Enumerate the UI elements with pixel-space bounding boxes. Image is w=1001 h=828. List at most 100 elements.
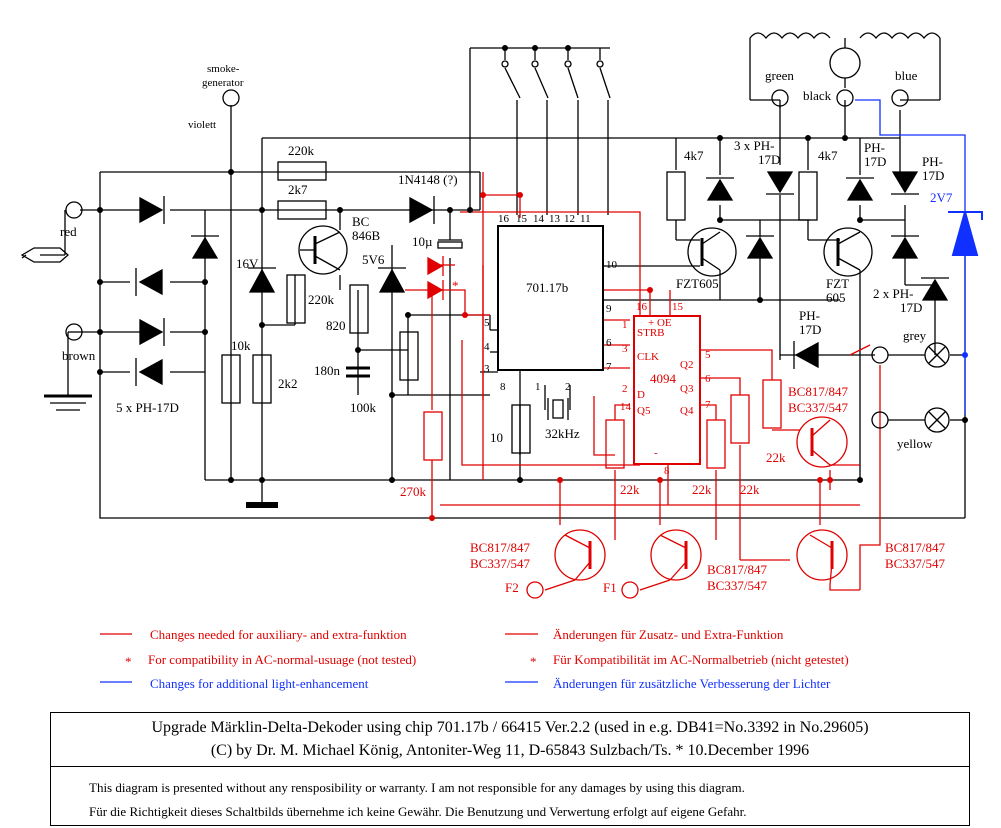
title-line-1: Upgrade Märklin-Delta-Dekoder using chip…: [151, 719, 869, 736]
label-r270k: 270k: [400, 484, 427, 499]
label-r10: 10: [490, 430, 503, 445]
resistor-4k7-right: [798, 171, 818, 221]
resistor-2k7: [277, 200, 327, 220]
blue-junction: [962, 352, 968, 358]
svg-text:3: 3: [484, 363, 490, 375]
legend: * Changes needed for auxiliary- and extr…: [100, 627, 849, 691]
diode-2x-a: [891, 236, 919, 259]
legend-ac-en: For compatibility in AC-normal-usuage (n…: [148, 652, 416, 667]
title-divider: [51, 766, 969, 767]
motor: [749, 32, 941, 79]
diode-3x-c: [746, 236, 774, 259]
chip-701-17b: [497, 225, 604, 371]
connector-plug: [20, 247, 69, 263]
label-r2k2: 2k2: [278, 376, 298, 391]
label-black: black: [803, 88, 832, 103]
function-switches: [501, 60, 611, 99]
label-5v6: 5V6: [362, 252, 385, 267]
svg-text:6: 6: [705, 373, 711, 385]
compat-asterisk: *: [452, 278, 459, 293]
label-f2: F2: [505, 580, 519, 595]
label-r10k: 10k: [231, 338, 251, 353]
svg-text:7: 7: [606, 361, 612, 373]
label-crystal: 32kHz: [545, 426, 580, 441]
red-transistors: [554, 416, 848, 586]
diode-ph17d-a: [846, 178, 874, 201]
label-r220k-top: 220k: [288, 143, 315, 158]
svg-text:Q3: Q3: [680, 383, 694, 395]
svg-text:8: 8: [500, 381, 506, 393]
resistor-4k7-left: [666, 171, 686, 221]
label-c180n: 180n: [314, 363, 341, 378]
bridge-diode-4: [138, 358, 163, 386]
disclaimer-de: Für die Richtigkeit dieses Schaltbilds ü…: [89, 804, 747, 819]
chip-701-pins: 16 15 14 13 12 11 10 9 8 7 6 5 4 3 2 1: [484, 213, 618, 393]
resistor-270k: [423, 411, 443, 461]
label-chip-4094: 4094: [650, 371, 677, 386]
red-resistors: [423, 379, 782, 469]
legend-asterisk-right: *: [530, 654, 537, 669]
label-r2k7: 2k7: [288, 182, 308, 197]
diode-ph17d-c: [794, 341, 819, 369]
label-bridge: 5 x PH-17D: [116, 400, 179, 415]
junctions: [97, 45, 968, 483]
svg-text:3: 3: [622, 343, 628, 355]
title-block: Upgrade Märklin-Delta-Dekoder using chip…: [50, 712, 970, 826]
label-r220k-mid: 220k: [308, 292, 335, 307]
label-2v7: 2V7: [930, 190, 953, 205]
label-green: green: [765, 68, 794, 83]
component-labels: smoke-generator violett red brown green …: [60, 63, 953, 595]
svg-text:2: 2: [622, 383, 628, 395]
diode-1n4148: [409, 196, 434, 224]
svg-text:12: 12: [564, 213, 575, 225]
label-r22k-a: 22k: [620, 482, 640, 497]
legend-red-de: Änderungen für Zusatz- und Extra-Funktio…: [553, 627, 784, 642]
svg-text:14: 14: [620, 401, 632, 413]
label-r100k: 100k: [350, 400, 377, 415]
red-leds: [427, 256, 444, 300]
label-grey: grey: [903, 328, 927, 343]
svg-text:1: 1: [622, 319, 628, 331]
svg-text:16: 16: [498, 213, 510, 225]
chip-4094-pins: 16 15 1 3 2 14 5 6 7 8 + OE STRB CLK D Q…: [620, 301, 711, 477]
transistor-bc846b: [298, 225, 348, 275]
transistor-fzt605-left: [687, 227, 737, 277]
label-r22k-b: 22k: [692, 482, 712, 497]
svg-text:6: 6: [606, 337, 612, 349]
red-junctions: [429, 192, 833, 521]
terminals: [65, 89, 909, 599]
resistor-100k: [399, 331, 419, 381]
svg-text:10: 10: [606, 259, 618, 271]
bridge-diode-3: [139, 318, 164, 346]
svg-text:15: 15: [672, 301, 684, 313]
label-f1: F1: [603, 580, 617, 595]
zener-16v: [248, 268, 276, 293]
legend-red-en: Changes needed for auxiliary- and extra-…: [150, 627, 407, 642]
diodes: [135, 171, 949, 386]
resistor-10k: [221, 354, 241, 404]
bridge-diode-5: [191, 236, 219, 259]
label-chip-701: 701.17b: [526, 280, 568, 295]
svg-text:1: 1: [535, 381, 541, 393]
label-r22k-c: 22k: [740, 482, 760, 497]
svg-text:13: 13: [549, 213, 561, 225]
svg-text:5: 5: [705, 349, 711, 361]
disclaimer-en: This diagram is presented without any re…: [89, 780, 745, 795]
diode-2x-b: [921, 278, 949, 301]
svg-text:8: 8: [664, 465, 670, 477]
crystal-32khz: [547, 398, 569, 420]
transistor-fzt605-right: [823, 227, 873, 277]
svg-text:4: 4: [484, 341, 490, 353]
svg-text:D: D: [637, 389, 645, 401]
label-ph17d-b: PH-17D: [922, 154, 944, 183]
label-fzt605-left: FZT605: [676, 276, 719, 291]
label-10u: 10µ: [412, 234, 433, 249]
svg-text:STRB: STRB: [637, 327, 665, 339]
legend-ac-de: Für Kompatibilität im AC-Normalbetrieb (…: [553, 652, 849, 667]
diode-3x-a: [706, 178, 734, 201]
label-r820: 820: [326, 318, 346, 333]
